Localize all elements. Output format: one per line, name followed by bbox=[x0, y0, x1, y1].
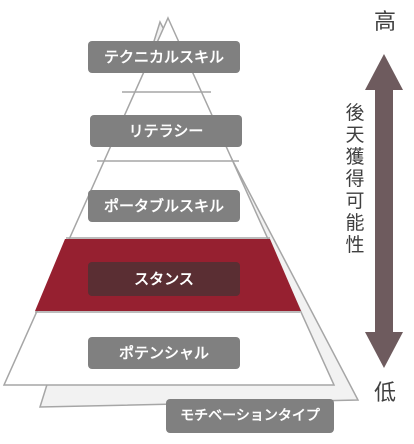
axis-low-label: 低 bbox=[373, 381, 396, 406]
base-label-motivation-type: モチベーションタイプ bbox=[166, 399, 334, 433]
level-label-literacy: リテラシー bbox=[90, 115, 242, 147]
axis-vertical-text: 後天獲得可能性 bbox=[345, 102, 365, 257]
level-label-portable-skill: ポータブルスキル bbox=[88, 190, 240, 222]
level-label-stance: スタンス bbox=[88, 262, 240, 296]
axis-high-label: 高 bbox=[373, 10, 396, 35]
level-label-potential: ポテンシャル bbox=[88, 337, 240, 369]
double-arrow-icon bbox=[365, 54, 403, 368]
level-label-technical-skill: テクニカルスキル bbox=[88, 41, 240, 73]
